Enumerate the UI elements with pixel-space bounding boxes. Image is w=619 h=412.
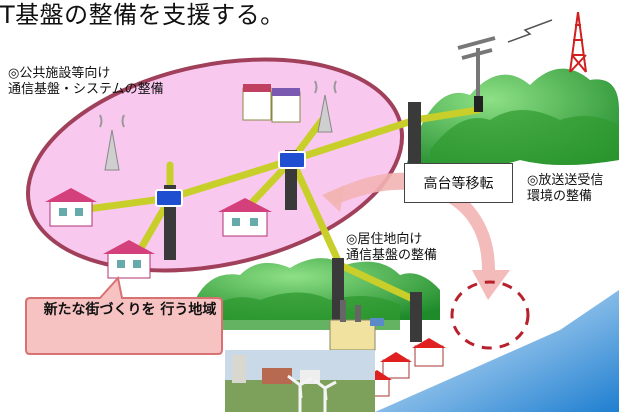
network-switch-icon	[155, 151, 306, 207]
seaside-houses	[362, 338, 446, 397]
new-town-callout-shape	[25, 275, 223, 355]
relocation-arrow	[325, 172, 510, 300]
relocation-target-circle	[450, 280, 530, 350]
label-new-town: 新たな街づくりを 行う地域	[43, 302, 217, 318]
label-broadcast: ◎放送送受信 環境の整備	[527, 173, 604, 205]
page-title: T基盤の整備を支援する。	[0, 1, 285, 29]
broadcast-tower-icon	[569, 11, 587, 73]
sea	[375, 290, 619, 412]
factory-icon	[329, 300, 384, 351]
label-relocation: 高台等移転	[404, 163, 513, 203]
shop-icon	[242, 84, 301, 123]
label-residential: ◎居住地向け 通信基盤の整備	[346, 232, 438, 264]
tv-antenna-icon	[457, 36, 496, 112]
house-icon	[45, 188, 272, 279]
wireless-antenna-icon	[99, 80, 337, 171]
signal-icon	[507, 19, 553, 43]
hills-lower	[195, 258, 440, 330]
hills-upper-right	[405, 68, 619, 172]
wind-turbine-icon	[287, 374, 337, 412]
label-public-facilities: ◎公共施設等向け 通信基盤・システムの整備	[8, 66, 164, 98]
